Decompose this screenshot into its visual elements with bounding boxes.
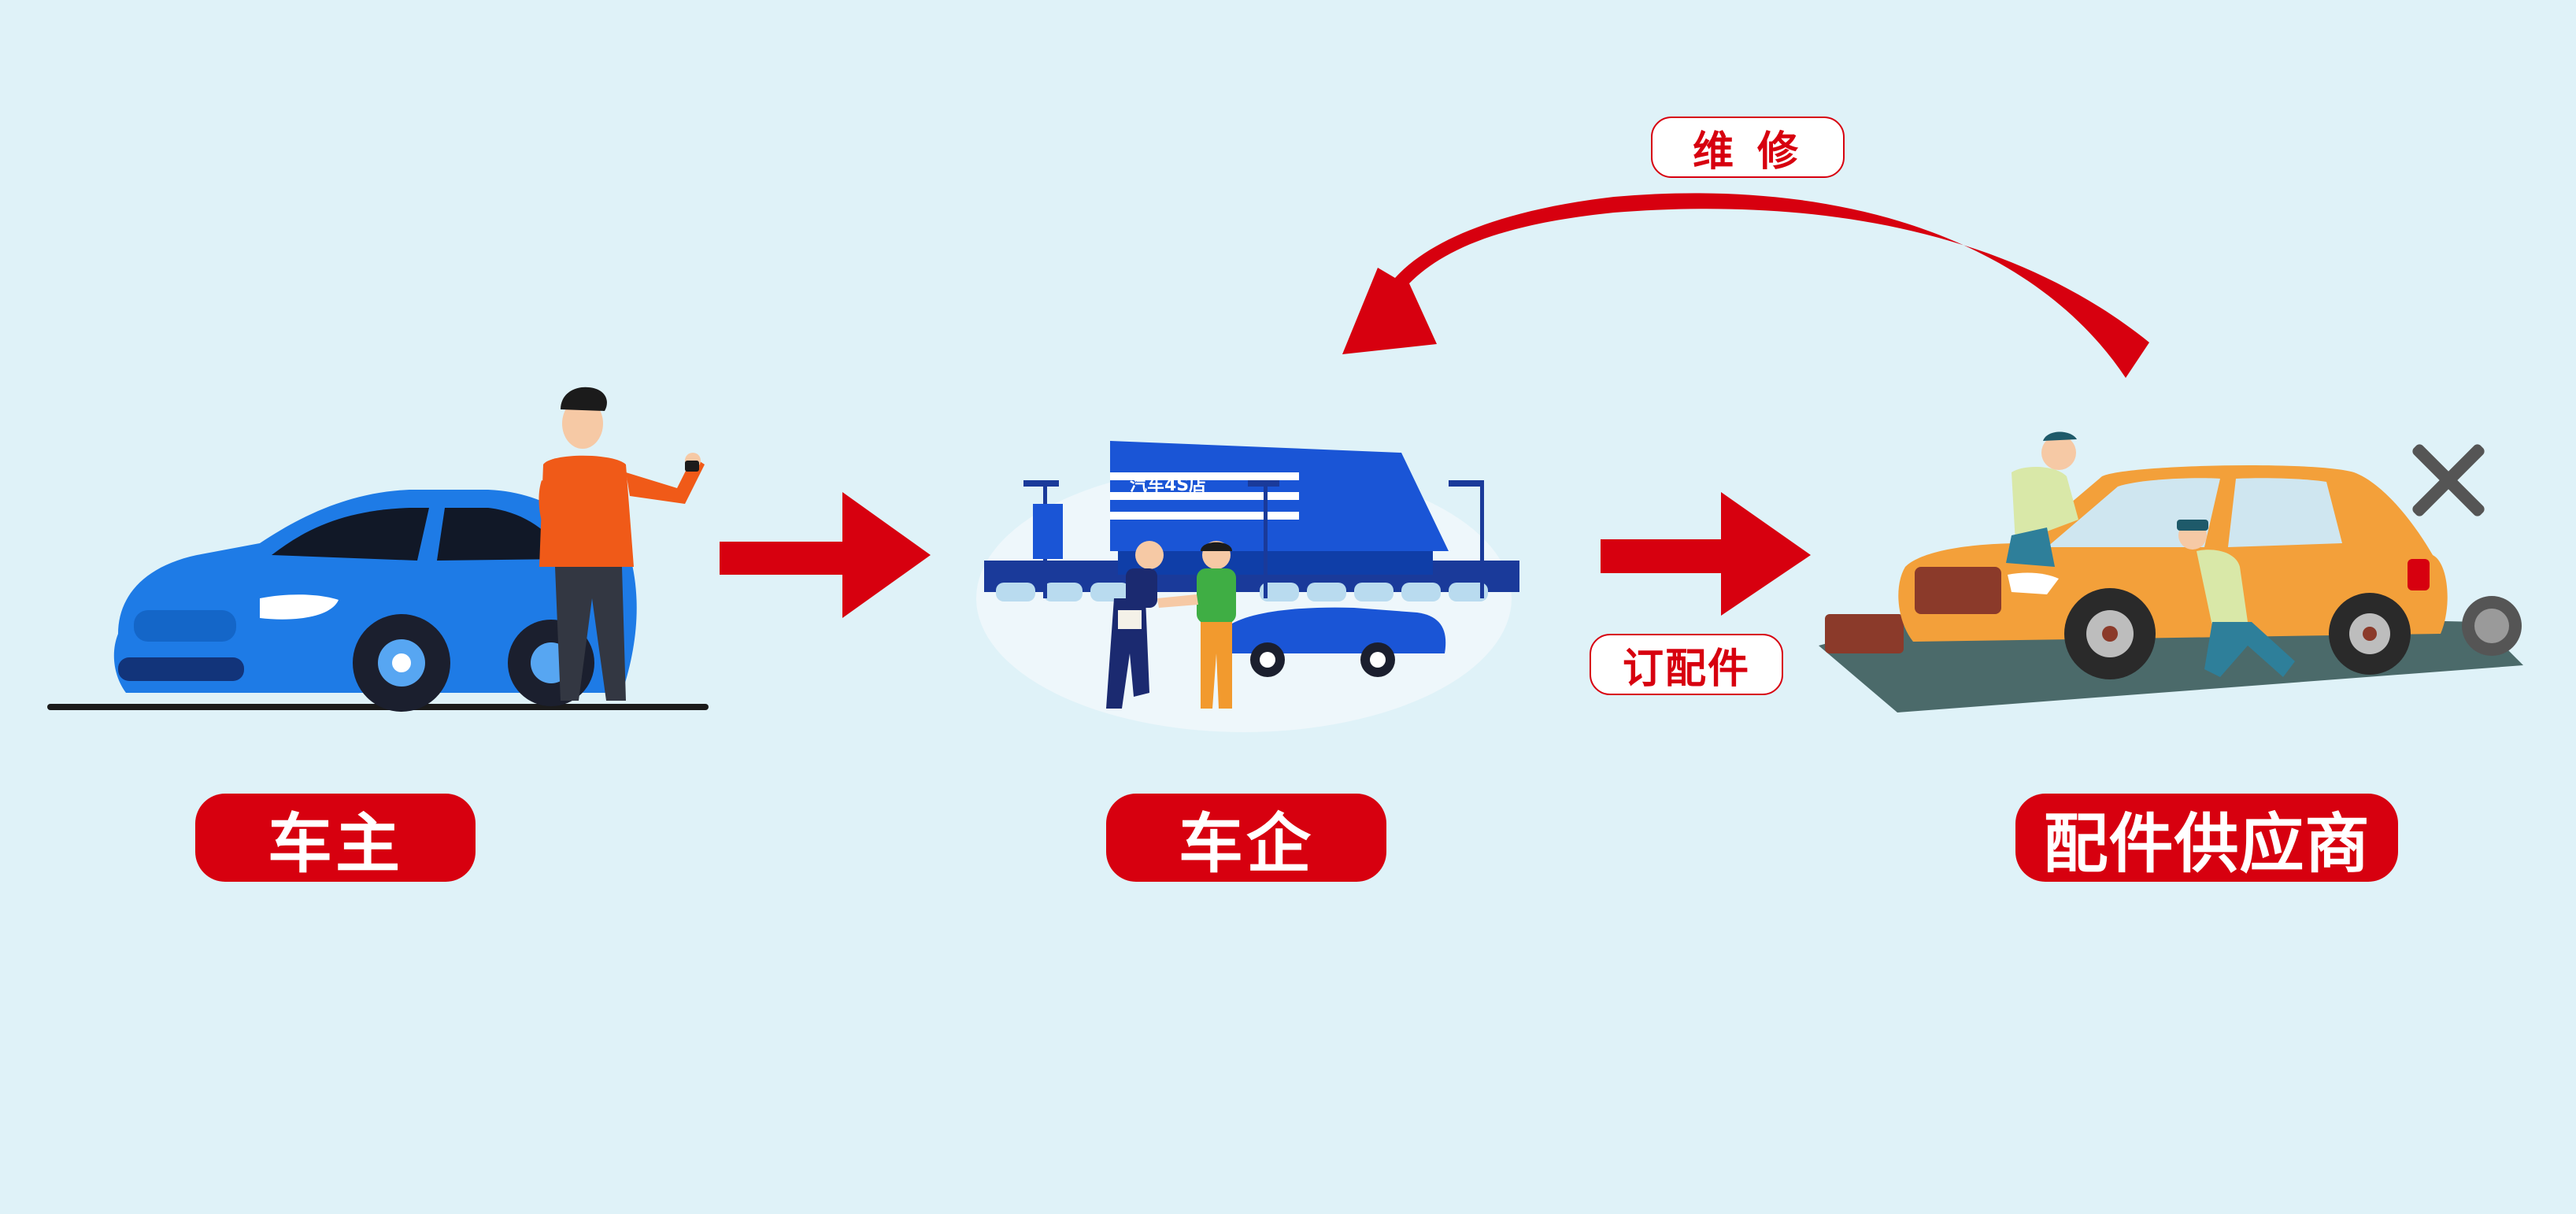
dealership-illustration <box>976 441 1519 732</box>
dealership-sign: 汽车4S店 <box>1130 476 1207 495</box>
node-label-parts-supplier: 配件供应商 <box>2015 794 2398 882</box>
arrow-supplier-to-oem-repair <box>1342 193 2149 378</box>
mechanic-workshop-illustration <box>1819 431 2523 712</box>
tools-icon <box>2412 444 2485 516</box>
flow-label-order-parts: 订配件 <box>1590 634 1783 695</box>
arrow-owner-to-oem <box>720 492 931 618</box>
node-label-car-owner: 车主 <box>195 794 476 882</box>
arrow-oem-to-supplier <box>1601 492 1811 616</box>
flow-label-repair: 维 修 <box>1651 117 1845 178</box>
car-owner-illustration <box>47 387 709 712</box>
node-label-oem: 车企 <box>1106 794 1386 882</box>
